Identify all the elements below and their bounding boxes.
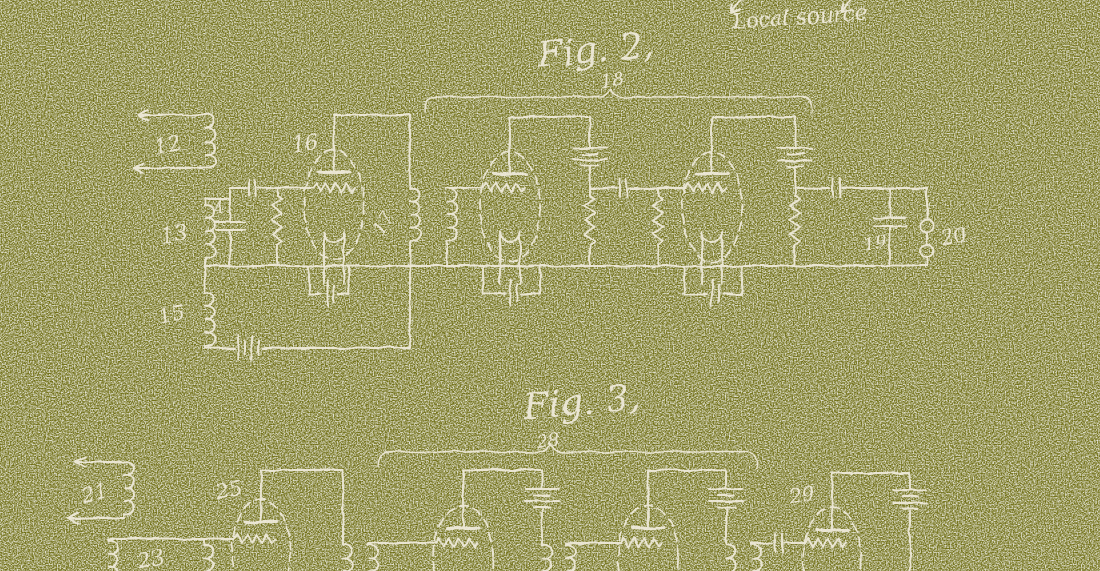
patent-sheet: Local source Fig. 2, 18 12 13 15 16 4 17… [0, 0, 1100, 571]
paper-noise-overlay [0, 0, 1100, 571]
circuit-diagram: Local source Fig. 2, 18 12 13 15 16 4 17… [0, 0, 1100, 571]
